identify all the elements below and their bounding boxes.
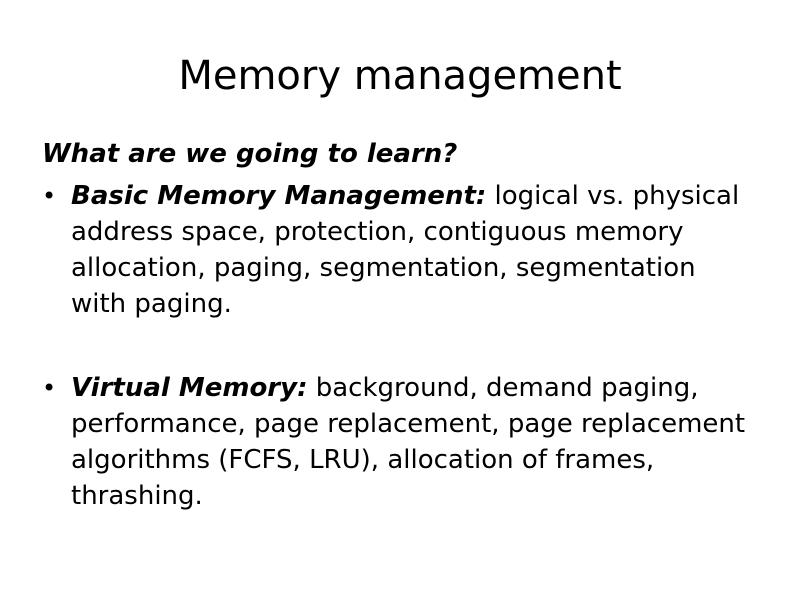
bullet-item-virtual-memory: • Virtual Memory: background, demand pag…	[42, 370, 745, 514]
slide-subtitle: What are we going to learn?	[42, 139, 458, 169]
bullet-marker: •	[42, 374, 57, 402]
bullet-marker: •	[42, 182, 57, 210]
bullet-item-basic-memory-management: • Basic Memory Management: logical vs. p…	[42, 178, 742, 322]
bullet-term: Basic Memory Management:	[71, 181, 487, 211]
bullet-text: Virtual Memory: background, demand pagin…	[71, 370, 751, 514]
bullet-description: background, demand paging, performance, …	[71, 373, 746, 511]
bullet-description: logical vs. physical address space, prot…	[71, 181, 740, 319]
slide-title: Memory management	[178, 53, 622, 99]
bullet-text: Basic Memory Management: logical vs. phy…	[71, 178, 751, 322]
bullet-term: Virtual Memory:	[71, 373, 308, 403]
